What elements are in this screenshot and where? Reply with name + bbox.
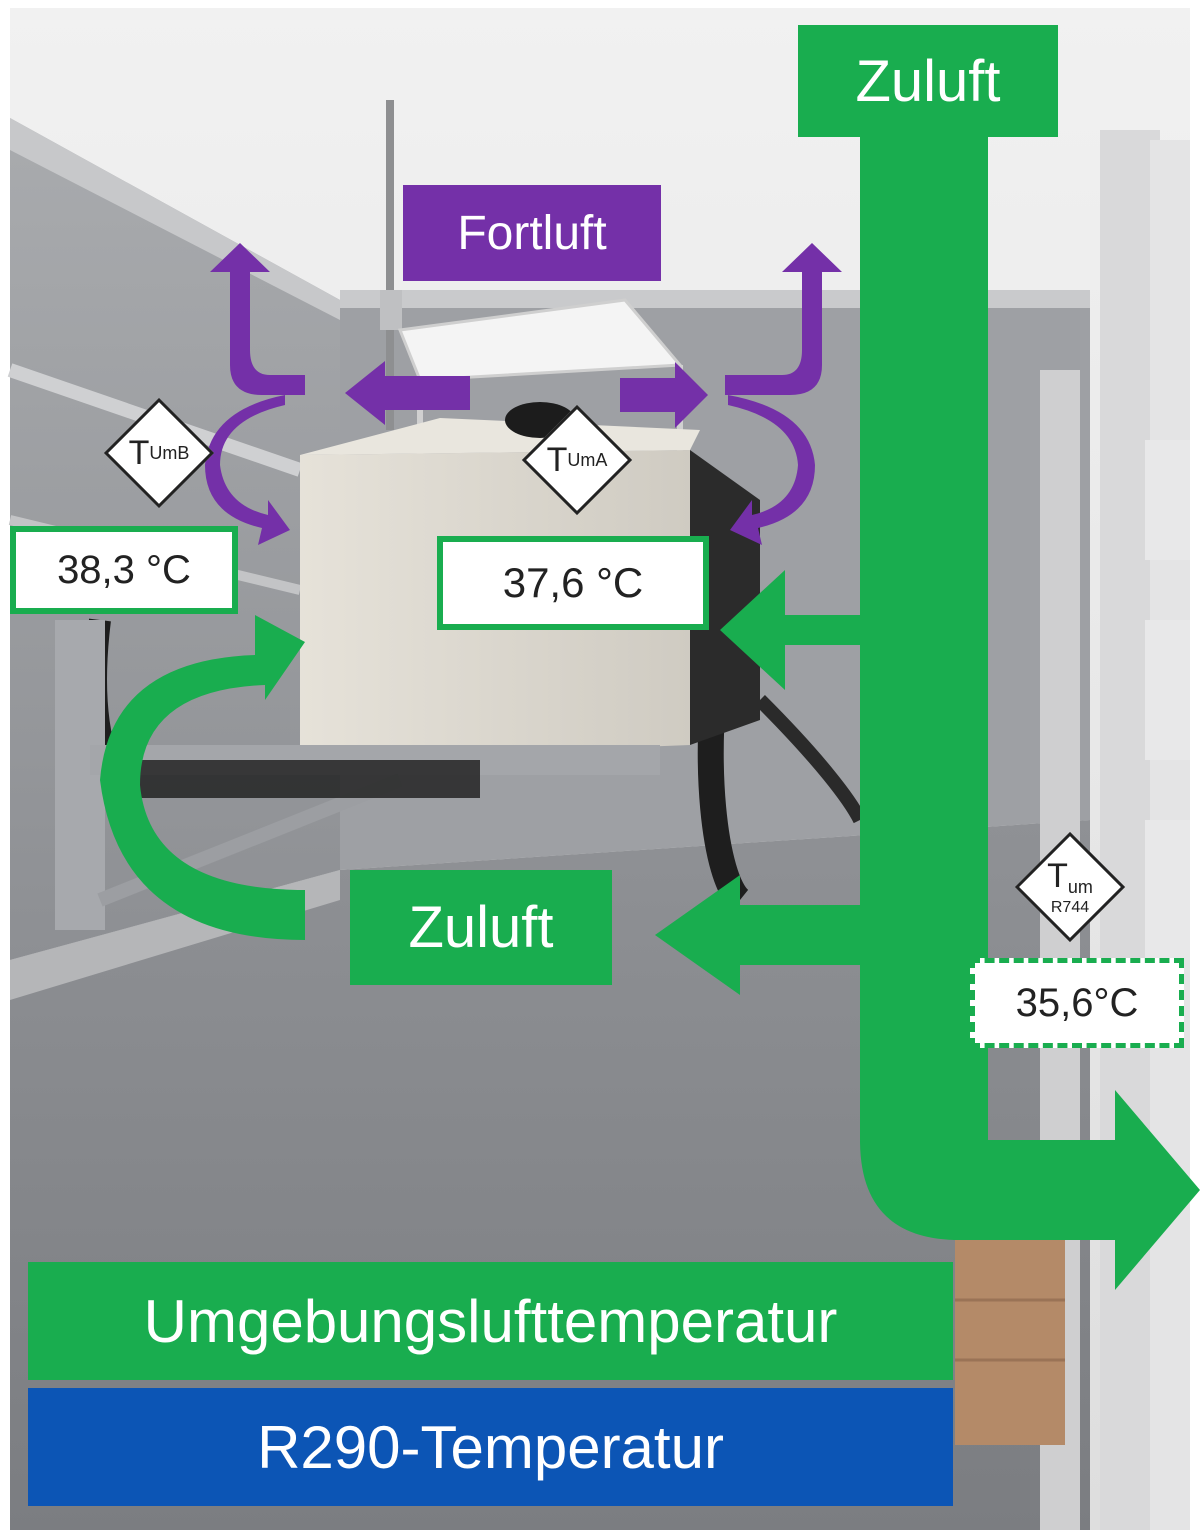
airflow-arrow-icon [655, 875, 862, 995]
sensor-r744-subscript: um [1067, 876, 1093, 897]
sensor-umb-symbol: T [128, 433, 150, 472]
airflow-arrow-icon [100, 615, 305, 940]
exhaust-airflow-arrows [205, 243, 842, 545]
airflow-arrow-icon [720, 570, 862, 690]
airflow-arrow-icon [205, 395, 290, 545]
legend-ambient-temperature: Umgebungslufttemperatur [28, 1262, 953, 1380]
sensor-r744-value: 35,6°C [970, 958, 1184, 1048]
airflow-arrow-icon [728, 395, 815, 545]
supply-airflow-arrows [100, 135, 1200, 1290]
sensor-uma-symbol: T [546, 440, 568, 479]
sensor-r744: Tum R744 [1014, 831, 1126, 943]
sensor-umb-subscript: UmB [149, 442, 190, 463]
exhaust-air-label: Fortluft [403, 185, 661, 281]
sensor-r744-symbol: T [1047, 856, 1068, 895]
supply-air-label-top: Zuluft [798, 25, 1058, 137]
airflow-arrow-icon [345, 361, 470, 425]
sensor-uma-value: 37,6 °C [437, 536, 709, 630]
legend-r290-temperature: R290-Temperatur [28, 1388, 953, 1506]
sensor-umb-value: 38,3 °C [10, 526, 238, 614]
airflow-arrow-icon [620, 362, 708, 428]
airflow-arrow-icon [210, 243, 305, 395]
sensor-uma-subscript: UmA [567, 449, 608, 470]
sensor-r744-subscript2: R744 [1050, 898, 1090, 916]
supply-air-label-mid: Zuluft [350, 870, 612, 985]
airflow-arrow-icon [725, 243, 842, 395]
